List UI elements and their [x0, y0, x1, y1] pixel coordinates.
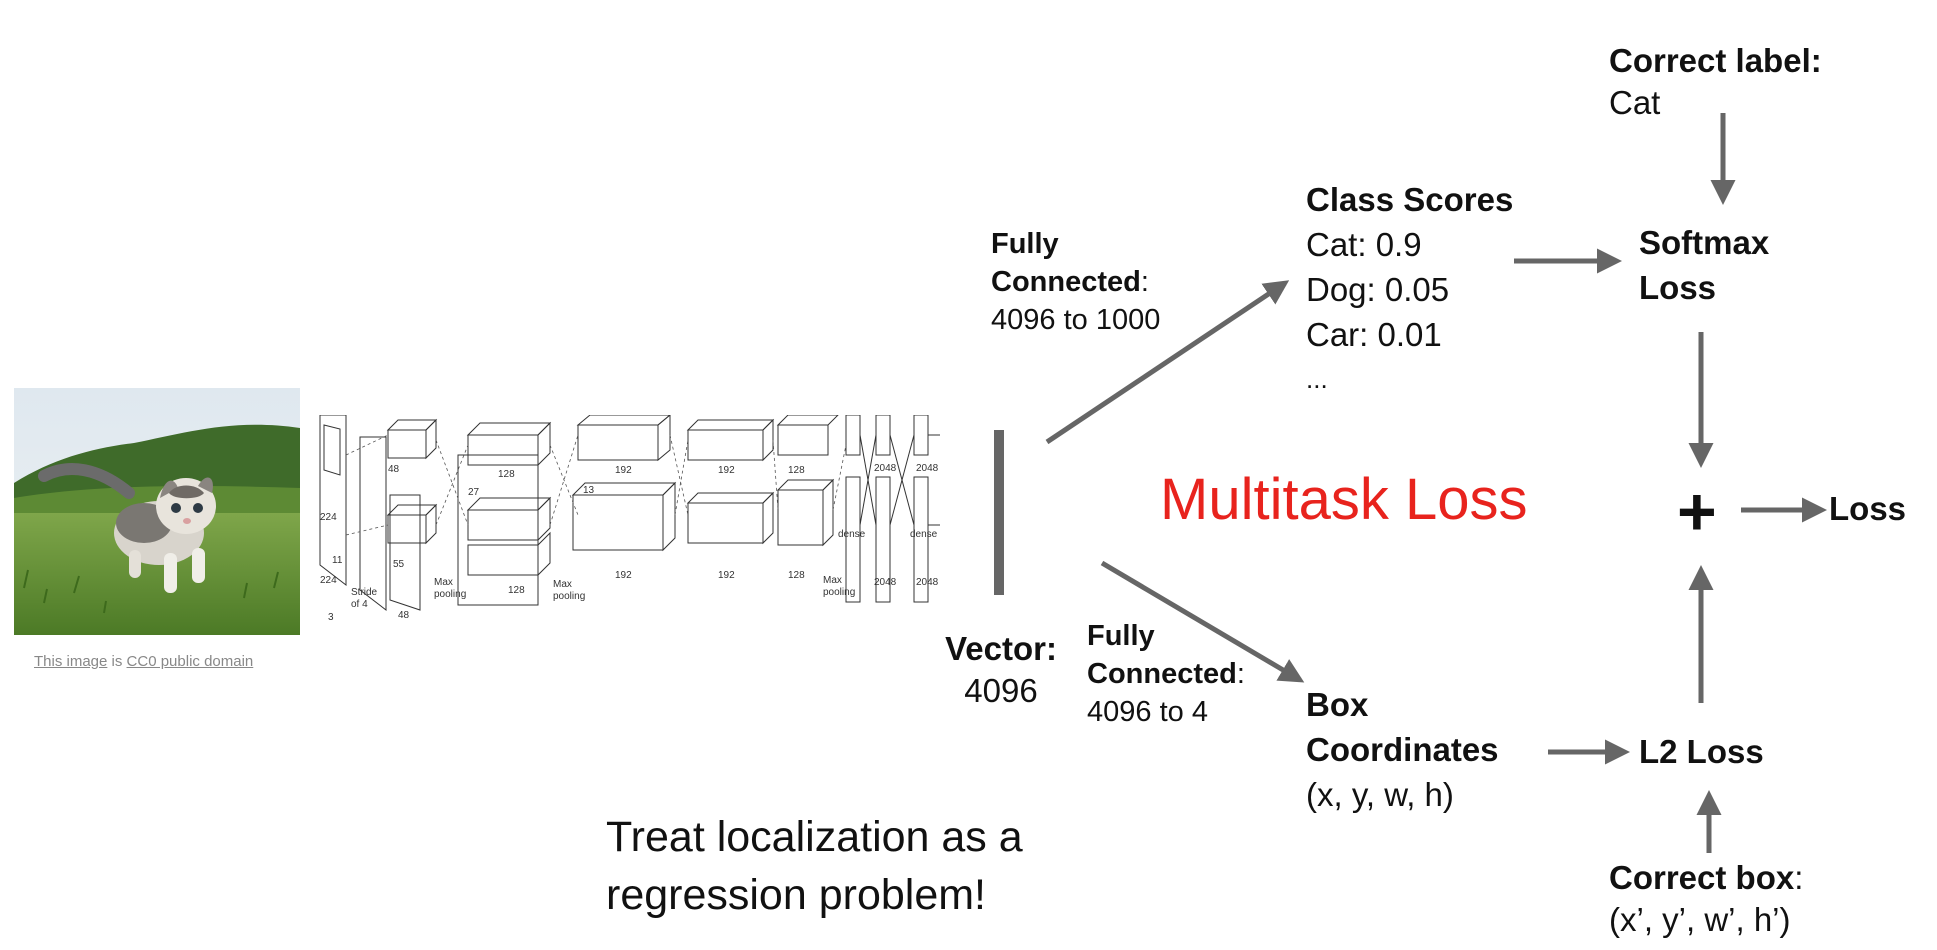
class-scores: Class Scores Cat: 0.9 Dog: 0.05 Car: 0.0…	[1306, 177, 1513, 402]
alexnet-label-2048-c: 2048	[874, 577, 897, 588]
alexnet-label-2048-b: 2048	[916, 463, 939, 474]
alexnet-label-224-b: 224	[320, 575, 337, 586]
correct-label-title: Correct label:	[1609, 42, 1822, 79]
alexnet-label-stride: Stride	[351, 587, 378, 598]
alexnet-architecture-diagram: 224 224 11 Stride of 4 3 48 55 48 Max po…	[319, 415, 940, 623]
softmax-line2: Loss	[1639, 269, 1717, 306]
correct-box-title: Correct box	[1609, 859, 1795, 896]
image-credit: This image is CC0 public domain	[34, 653, 253, 670]
alexnet-label-192-c: 192	[718, 465, 735, 476]
alexnet-label-192: 192	[615, 465, 632, 476]
softmax-line1: Softmax	[1639, 224, 1770, 261]
alexnet-label-dense: dense	[838, 529, 866, 540]
alexnet-label-13: 13	[583, 485, 595, 496]
alexnet-label-of4: of 4	[351, 599, 368, 610]
fc-top-label: Fully Connected: 4096 to 1000	[991, 225, 1160, 339]
alexnet-label-224: 224	[320, 512, 337, 523]
fc-top-colon: :	[1140, 266, 1149, 298]
alexnet-label-48: 48	[388, 464, 400, 475]
alexnet-label-128-b: 128	[508, 585, 525, 596]
alexnet-label-128-c: 128	[788, 465, 805, 476]
alexnet-label-max2: Max	[553, 579, 572, 590]
fc-bottom-colon: :	[1236, 658, 1245, 690]
alexnet-label-3: 3	[328, 612, 334, 623]
alexnet-label-pooling2: pooling	[553, 591, 585, 602]
fc-top-line2: Connected	[991, 266, 1141, 298]
alexnet-label-2048: 2048	[874, 463, 897, 474]
vector-label: Vector: 4096	[932, 628, 1070, 712]
softmax-loss: Softmax Loss	[1639, 220, 1769, 310]
class-score-cat: Cat: 0.9	[1306, 226, 1422, 263]
vector-value: 4096	[964, 672, 1038, 709]
alexnet-label-192-b: 192	[615, 570, 632, 581]
correct-box-value: (x’, y’, w’, h’)	[1609, 901, 1791, 938]
box-coordinates: Box Coordinates (x, y, w, h)	[1306, 682, 1499, 817]
class-score-car: Car: 0.01	[1306, 316, 1442, 353]
box-coords-line2: Coordinates	[1306, 731, 1499, 768]
arrow-to-class-scores	[1045, 280, 1290, 445]
image-link[interactable]: This image	[34, 653, 108, 670]
vector-title: Vector:	[945, 630, 1057, 667]
fc-bottom-line3: 4096 to 4	[1087, 696, 1208, 728]
kitten-photo	[14, 388, 300, 635]
fc-bottom-line2: Connected	[1087, 658, 1237, 690]
class-score-dog: Dog: 0.05	[1306, 271, 1450, 308]
caption: Treat localization as a regression probl…	[606, 808, 1023, 924]
loss-output: Loss	[1829, 490, 1907, 527]
alexnet-label-dense-b: dense	[910, 529, 938, 540]
alexnet-label-max3: Max	[823, 575, 842, 586]
alexnet-label-128-d: 128	[788, 570, 805, 581]
correct-box-colon: :	[1794, 859, 1804, 896]
alexnet-label-2048-d: 2048	[916, 577, 939, 588]
class-score-ellipsis: ...	[1306, 364, 1328, 394]
alexnet-label-27: 27	[468, 487, 480, 498]
correct-label: Correct label: Cat	[1609, 40, 1822, 124]
correct-label-value: Cat	[1609, 84, 1661, 121]
fc-top-line3: 4096 to 1000	[991, 304, 1161, 336]
caption-line2: regression problem!	[606, 871, 987, 919]
alexnet-label-128: 128	[498, 469, 515, 480]
alexnet-label-55: 55	[393, 559, 405, 570]
l2-loss: L2 Loss	[1639, 733, 1764, 770]
alexnet-label-48-b: 48	[398, 610, 410, 621]
box-coords-line3: (x, y, w, h)	[1306, 776, 1454, 813]
plus-sign: +	[1677, 474, 1717, 550]
alexnet-label-max: Max	[434, 577, 453, 588]
vector-bar	[994, 430, 1004, 595]
alexnet-label-pooling: pooling	[434, 589, 466, 600]
alexnet-label-192-d: 192	[718, 570, 735, 581]
alexnet-label-11: 11	[332, 555, 343, 566]
class-scores-title: Class Scores	[1306, 181, 1514, 218]
input-slab	[319, 415, 347, 587]
credit-middle-text: is	[107, 653, 127, 670]
alexnet-label-pooling3: pooling	[823, 587, 855, 598]
cc0-link[interactable]: CC0 public domain	[126, 653, 254, 670]
caption-line1: Treat localization as a	[606, 813, 1023, 861]
multitask-loss-title: Multitask Loss	[1160, 467, 1528, 532]
fc-bottom-label: Fully Connected: 4096 to 4	[1087, 617, 1245, 731]
fc-top-line1: Fully	[991, 228, 1059, 260]
box-coords-line1: Box	[1306, 686, 1369, 723]
correct-box: Correct box: (x’, y’, w’, h’)	[1609, 857, 1803, 941]
fc-bottom-line1: Fully	[1087, 620, 1155, 652]
arrow-to-box-coordinates	[1100, 560, 1305, 683]
